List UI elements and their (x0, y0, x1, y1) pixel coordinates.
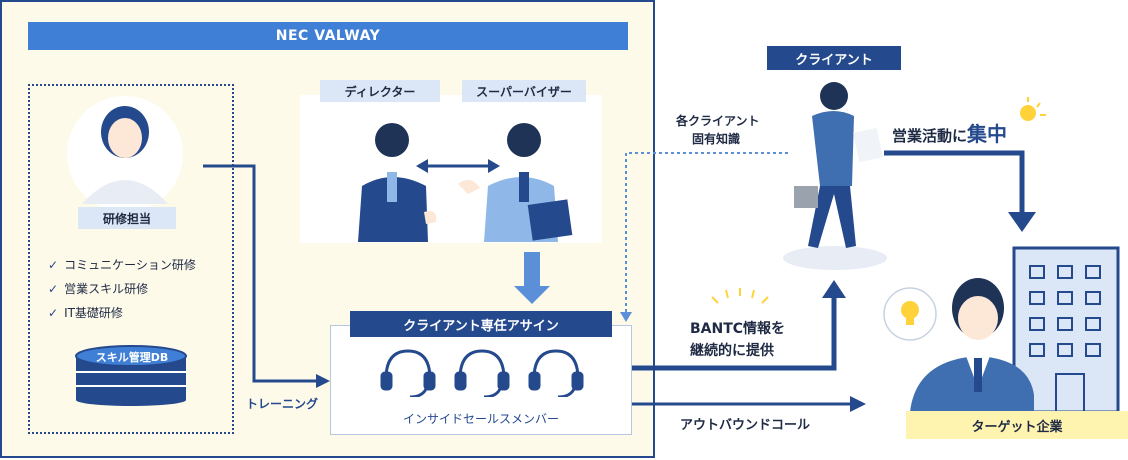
bantc-label-1: BANTC情報を (690, 321, 786, 337)
training-item-label: IT基礎研修 (64, 306, 123, 320)
training-item: ✓ コミュニケーション研修 (48, 256, 196, 273)
client-focus-label: 営業活動に集中 (892, 118, 1007, 147)
supervisor-tag: スーパーバイザー (462, 80, 586, 102)
focus-arrow (884, 150, 1036, 232)
client-focus-emph: 集中 (967, 122, 1008, 146)
bantc-label-2: 継続的に提供 (690, 343, 774, 359)
trainer-avatar (67, 96, 183, 208)
knowledge-label-1: 各クライアント (676, 114, 760, 128)
idea-spark-icon (1020, 97, 1046, 121)
training-item-label: 営業スキル研修 (64, 282, 149, 296)
director-tag: ディレクター (320, 80, 440, 102)
training-item: ✓ IT基礎研修 (48, 304, 123, 321)
headset-icon (528, 349, 584, 397)
members-label: インサイドセールスメンバー (402, 412, 559, 426)
headset-icon (380, 349, 436, 397)
client-figure (783, 82, 887, 270)
knowledge-label-2: 固有知識 (691, 132, 740, 146)
building-icon (1012, 246, 1120, 412)
client-tag: クライアント (767, 46, 901, 70)
nec-valway-title: NEC VALWAY (28, 22, 628, 50)
headset-icons (380, 349, 584, 397)
client-assign-title: クライアント専任アサイン (350, 311, 612, 337)
supervisor-figure (458, 123, 573, 242)
check-icon: ✓ (48, 305, 59, 320)
outbound-label: アウトバウンドコール (680, 418, 811, 433)
database-icon (75, 345, 187, 406)
check-icon: ✓ (48, 257, 59, 272)
bantc-sparks (711, 288, 769, 304)
check-icon: ✓ (48, 281, 59, 296)
lightbulb-bubble-icon (883, 287, 937, 341)
training-item: ✓ 営業スキル研修 (48, 280, 148, 297)
training-item-label: コミュニケーション研修 (64, 258, 196, 272)
target-person-figure (910, 278, 1034, 412)
database-label: スキル管理DB (95, 351, 169, 364)
client-focus-prefix: 営業活動に (892, 127, 968, 145)
target-company-tag: ターゲット企業 (906, 411, 1128, 439)
headset-icon (454, 349, 510, 397)
director-figure (358, 123, 437, 242)
trainer-role-tag: 研修担当 (78, 207, 176, 229)
outbound-arrow (632, 396, 866, 412)
training-flow-label: トレーニング (246, 397, 319, 411)
